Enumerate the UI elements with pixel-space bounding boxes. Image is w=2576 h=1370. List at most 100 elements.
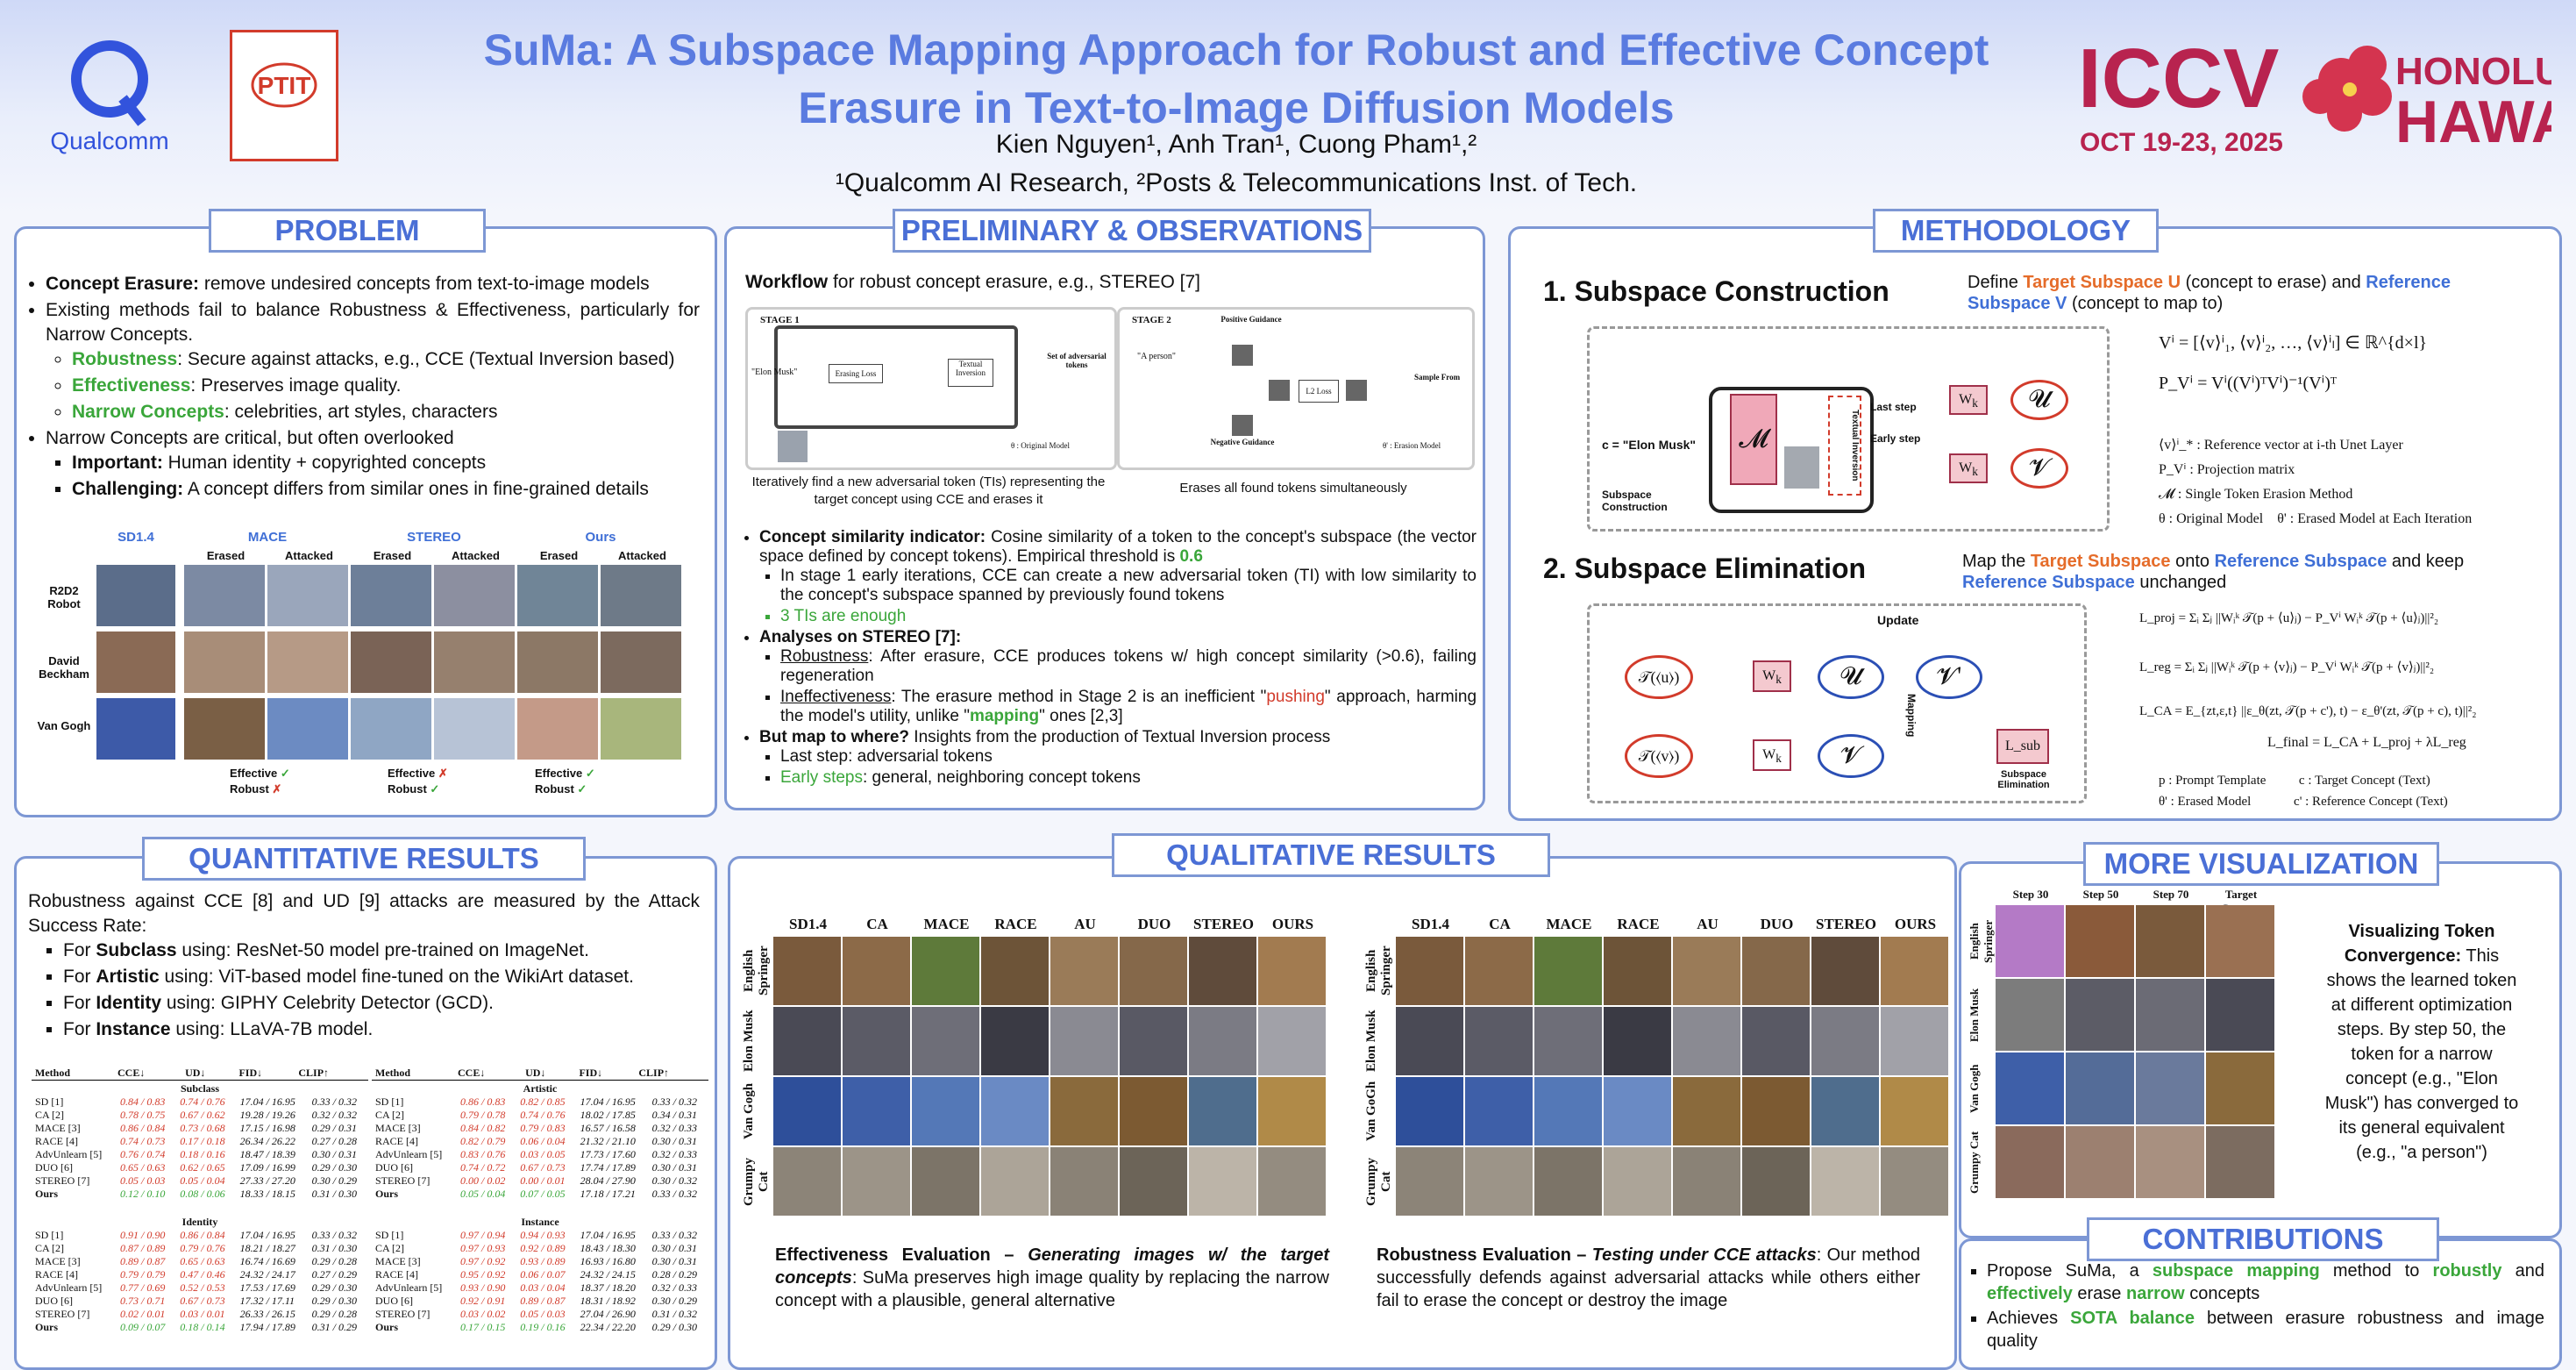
qual-image <box>1396 937 1463 1005</box>
problem-image <box>517 698 598 760</box>
qual-image <box>981 1077 1049 1145</box>
robustness-caption: Robustness Evaluation – Testing under CC… <box>1377 1245 1920 1310</box>
svg-text:ICCV: ICCV <box>2078 32 2279 125</box>
problem-image <box>96 631 175 693</box>
affiliations: ¹Qualcomm AI Research, ²Posts & Telecomm… <box>835 168 1638 197</box>
table-section-label: Instance <box>521 1216 559 1228</box>
qual-col-label: MACE <box>923 916 970 932</box>
qual-image <box>1604 1007 1671 1075</box>
qual-col-label: SD1.4 <box>789 916 827 932</box>
qual-image <box>1396 1077 1463 1145</box>
qual-col-label: OURS <box>1271 916 1314 932</box>
qualcomm-logo-text: Qualcomm <box>50 127 168 154</box>
poster-header <box>0 0 2576 215</box>
qual-image <box>1534 1147 1602 1216</box>
qual-image <box>1534 1077 1602 1145</box>
qual-image <box>773 1147 841 1216</box>
qual-image <box>1465 937 1533 1005</box>
vis-image <box>2136 979 2204 1051</box>
quant-text: Robustness against CCE [8] and UD [9] at… <box>28 889 700 1044</box>
qual-image <box>1189 1147 1256 1216</box>
qual-image <box>1811 1147 1879 1216</box>
qual-image <box>1811 1007 1879 1075</box>
vis-col-label: Step 30 <box>2012 888 2049 901</box>
contributions-heading: CONTRIBUTIONS <box>2087 1217 2439 1261</box>
qual-col-label: DUO <box>1760 916 1794 932</box>
method-legend: ⟨v⟩ⁱ_* : Reference vector at i-th Unet L… <box>2159 438 2473 526</box>
vis-image <box>2066 905 2134 977</box>
qual-image <box>1742 1007 1810 1075</box>
qual-image <box>1258 937 1326 1005</box>
stage1-diagram: STAGE 1 "Elon Musk" Erasing Loss Textual… <box>745 307 1117 470</box>
qual-image <box>1189 1007 1256 1075</box>
qual-col-label: DUO <box>1137 916 1171 932</box>
qual-image <box>1050 937 1118 1005</box>
qual-col-label: CA <box>866 916 888 932</box>
qualitative-heading: QUALITATIVE RESULTS <box>1112 833 1550 877</box>
qual-col-label: CA <box>1489 916 1511 932</box>
qual-row-label: Grumpy Cat <box>742 1157 771 1206</box>
stage2-caption: Erases all found tokens simultaneously <box>1179 481 1407 496</box>
qual-row-label: English Springer <box>742 945 771 996</box>
elimination-def: Map the Target Subspace onto Reference S… <box>1962 552 2465 592</box>
stage1-caption: Iteratively find a new adversarial token… <box>751 475 1106 507</box>
poster-title: SuMa: A Subspace Mapping Approach for Ro… <box>483 25 1989 132</box>
iccv-logo: ICCV OCT 19-23, 2025 HONOLULU HAWAII <box>2078 26 2576 167</box>
subspace-def: Define Target Subspace U (concept to era… <box>1968 273 2451 313</box>
qual-col-label: MACE <box>1546 916 1592 932</box>
problem-image <box>267 565 348 626</box>
qual-image <box>1050 1147 1118 1216</box>
qual-image <box>1396 1007 1463 1075</box>
qual-image <box>843 1007 910 1075</box>
problem-image <box>601 698 681 760</box>
problem-image <box>601 631 681 693</box>
qual-image <box>912 1077 979 1145</box>
vis-image <box>2066 979 2134 1051</box>
problem-image <box>601 565 681 626</box>
subspace-construction-title: 1. Subspace Construction <box>1543 275 1889 307</box>
qual-image <box>912 937 979 1005</box>
method-legend-2: p : Prompt Template c : Target Concept (… <box>2159 774 2448 809</box>
vis-image <box>2136 905 2204 977</box>
elon-photo <box>778 431 808 462</box>
elon-photo <box>1784 446 1819 489</box>
qual-image <box>1811 937 1879 1005</box>
qual-image <box>1120 1147 1187 1216</box>
eq-p: P_Vⁱ = Vⁱ((Vⁱ)ᵀVⁱ)⁻¹(Vⁱ)ᵀ <box>2159 374 2338 393</box>
eq-ca: L_CA = E_{zt,ε,t} ||ε_θ(zt, 𝒯(p + c'), t… <box>2139 704 2477 718</box>
qual-image <box>1258 1007 1326 1075</box>
svg-text:PTIT: PTIT <box>258 72 311 99</box>
qual-image <box>1189 937 1256 1005</box>
qual-image <box>1258 1147 1326 1216</box>
qual-col-label: OURS <box>1894 916 1937 932</box>
vis-image <box>1996 979 2064 1051</box>
ptit-logo: PTIT <box>230 30 338 161</box>
vis-image <box>1996 1052 2064 1124</box>
problem-image <box>351 631 431 693</box>
qual-image <box>773 937 841 1005</box>
problem-image <box>517 565 598 626</box>
problem-image <box>184 698 265 760</box>
problem-image <box>184 631 265 693</box>
qual-row-label: Van GoGh <box>1364 1081 1378 1142</box>
vis-image <box>2066 1126 2134 1198</box>
preliminary-heading: PRELIMINARY & OBSERVATIONS <box>893 209 1371 253</box>
vis-row-label: English Springer <box>1968 919 1995 963</box>
qual-image <box>843 1147 910 1216</box>
vis-col-label: Step 50 <box>2082 888 2119 901</box>
qual-col-label: SD1.4 <box>1412 916 1449 932</box>
stage2-diagram: STAGE 2 Positive Guidance "A person" L2 … <box>1117 307 1475 470</box>
